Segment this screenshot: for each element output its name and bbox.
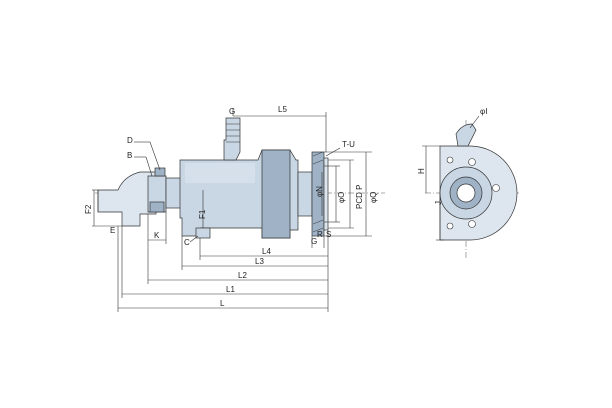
bolt-hole-1 <box>468 158 476 166</box>
bottom-fitting <box>195 227 211 239</box>
label-t-u: T-U <box>342 140 355 149</box>
body-highlight <box>185 163 255 183</box>
label-s: S <box>326 230 331 239</box>
label-l1: L1 <box>226 285 235 294</box>
elbow-top-cap <box>154 167 166 177</box>
bolt-hole-4 <box>446 156 454 164</box>
flange-hatching <box>312 151 324 233</box>
top-port <box>223 117 241 161</box>
flange-face <box>323 157 329 231</box>
end-bore <box>456 183 476 203</box>
length-dimensions: L4 L3 L2 L1 L <box>117 226 329 312</box>
label-l2: L2 <box>238 271 247 280</box>
end-view: φI H J <box>417 107 520 260</box>
label-r: R <box>317 230 323 239</box>
elbow-bottom-cap <box>149 201 165 213</box>
label-b: B <box>127 151 132 160</box>
body-collar <box>261 149 291 239</box>
outlet-shaft <box>297 171 313 217</box>
elbow-fitting <box>97 171 157 227</box>
label-pcd-p: PCD P <box>355 185 364 209</box>
bolt-hole-5 <box>446 222 454 230</box>
label-phi-n: φN <box>315 186 324 197</box>
label-l: L <box>220 299 225 308</box>
label-j: J <box>434 201 443 205</box>
label-h: H <box>417 168 426 174</box>
label-e: E <box>110 226 115 235</box>
end-top-port <box>455 123 477 147</box>
label-d: D <box>127 136 133 145</box>
bolt-hole-3 <box>468 220 476 228</box>
label-f1: F1 <box>198 209 207 219</box>
label-c: C <box>184 238 190 247</box>
top-port-threads <box>226 123 240 143</box>
label-l3: L3 <box>255 257 264 266</box>
label-g-bottom: G <box>311 237 317 246</box>
bolt-hole-2 <box>492 184 500 192</box>
label-l5: L5 <box>278 105 287 114</box>
side-view: G L5 D B T-U F2 F1 φN φO PCD P <box>84 105 385 312</box>
label-f2: F2 <box>84 204 93 214</box>
label-phi-i: φI <box>480 107 487 116</box>
label-g: G <box>229 107 235 116</box>
label-phi-o: φO <box>337 192 346 203</box>
label-l4: L4 <box>262 247 271 256</box>
label-phi-q: φQ <box>369 192 378 203</box>
label-k: K <box>154 231 160 240</box>
